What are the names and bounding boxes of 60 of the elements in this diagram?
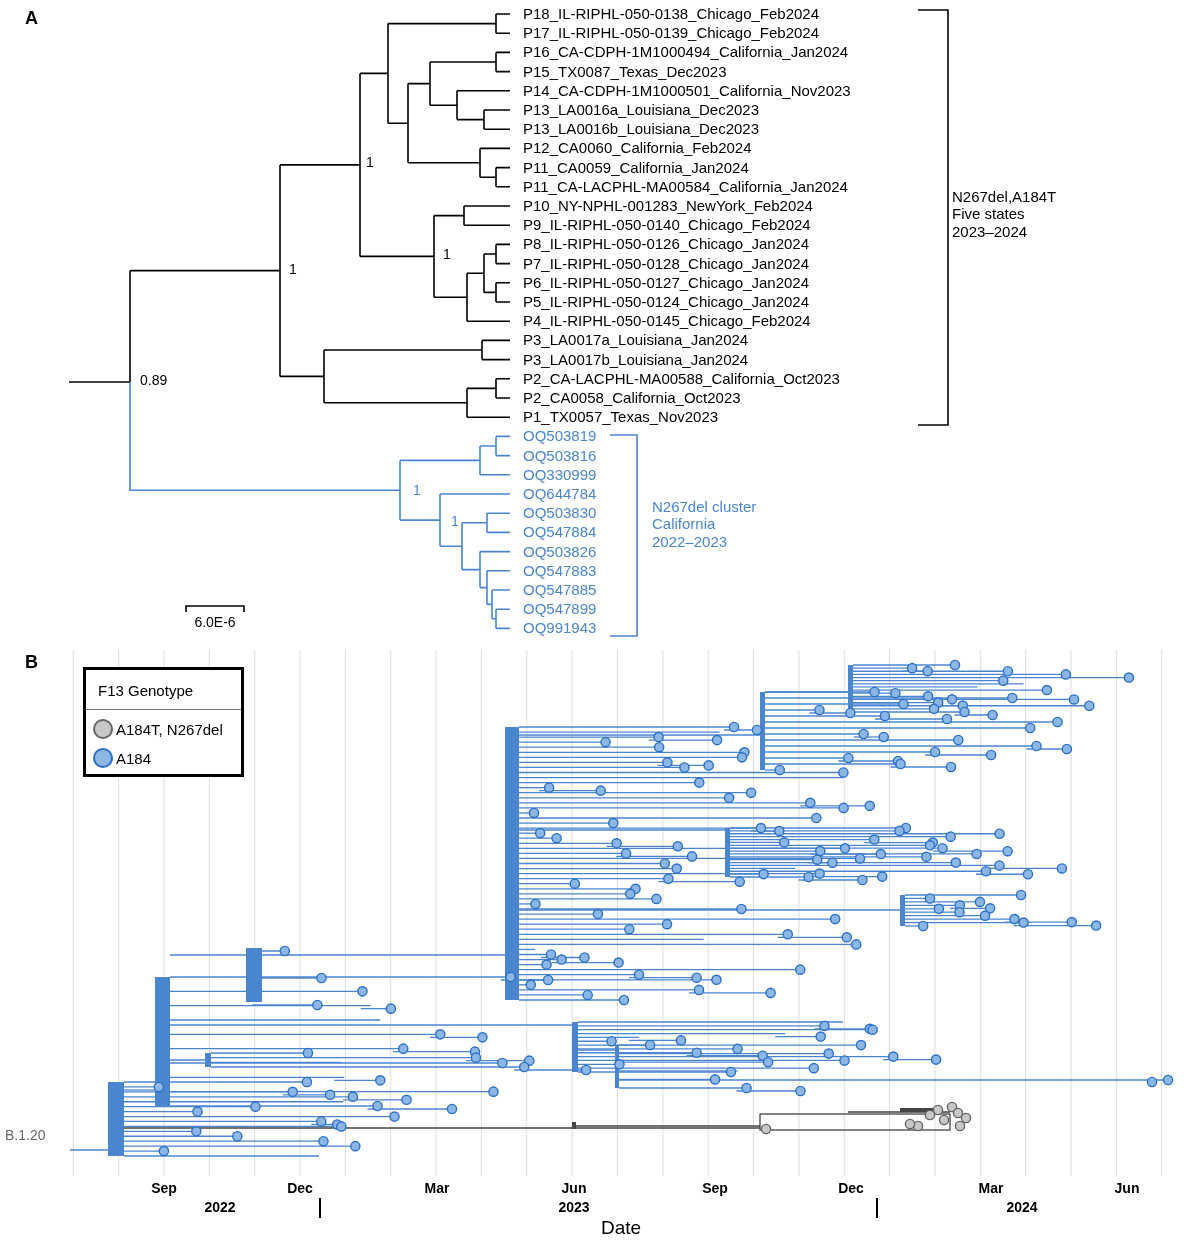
tick-label: Sep: [151, 1179, 177, 1197]
taxon-label: P4_IL-RIPHL-050-0145_Chicago_Feb2024: [523, 312, 811, 330]
support-value: 0.89: [140, 371, 168, 389]
taxon-label: P3_LA0017b_Louisiana_Jan2024: [523, 350, 749, 369]
year-label: 2022: [204, 1198, 236, 1216]
tick-label: Mar: [978, 1179, 1004, 1197]
tick-label: Dec: [287, 1179, 313, 1197]
taxon-label: P6_IL-RIPHL-050-0127_Chicago_Jan2024: [523, 274, 810, 292]
taxon-label: P12_CA0060_California_Feb2024: [523, 139, 752, 157]
taxon-label: P13_LA0016a_Louisiana_Dec2023: [523, 101, 760, 119]
taxon-label: OQ547885: [523, 581, 597, 599]
taxon-label: OQ503819: [523, 427, 597, 445]
taxon-label: OQ547883: [523, 562, 597, 580]
year-label: 2024: [1006, 1198, 1038, 1216]
taxon-label: P5_IL-RIPHL-050-0124_Chicago_Jan2024: [523, 293, 810, 311]
taxon-label: P11_CA-LACPHL-MA00584_California_Jan2024: [523, 178, 848, 196]
taxon-label: OQ547884: [523, 523, 597, 541]
taxon-label: P11_CA0059_California_Jan2024: [523, 158, 749, 177]
taxon-label: OQ644784: [523, 485, 597, 503]
legend-label: A184: [116, 749, 152, 767]
taxon-label: P2_CA-LACPHL-MA00588_California_Oct2023: [523, 370, 840, 388]
tick-label: Jun: [1114, 1179, 1140, 1197]
taxon-label: OQ991943: [523, 619, 597, 637]
clade-annotation: N267del,A184T Five states 2023–2024: [952, 188, 1057, 240]
taxon-label: P2_CA0058_California_Oct2023: [523, 389, 741, 407]
taxon-label: OQ547899: [523, 600, 597, 618]
panel-label: B: [25, 651, 38, 673]
scale-label: 6.0E-6: [194, 613, 236, 631]
lineage-label: B.1.20: [5, 1126, 46, 1144]
taxon-label: P15_TX0087_Texas_Dec2023: [523, 62, 727, 81]
taxon-label: P7_IL-RIPHL-050-0128_Chicago_Jan2024: [523, 254, 810, 273]
legend-label: A184T, N267del: [116, 720, 223, 738]
support-value: 1: [366, 153, 374, 171]
taxon-label: P16_CA-CDPH-1M1000494_California_Jan2024: [523, 43, 849, 61]
taxon-label: P3_LA0017a_Louisiana_Jan2024: [523, 331, 749, 349]
taxon-label: P13_LA0016b_Louisiana_Dec2023: [523, 120, 760, 138]
panel-label: A: [25, 7, 38, 29]
taxon-label: P1_TX0057_Texas_Nov2023: [523, 408, 719, 426]
taxon-label: P14_CA-CDPH-1M1000501_California_Nov2023: [523, 82, 851, 100]
taxon-label: P9_IL-RIPHL-050-0140_Chicago_Feb2024: [523, 216, 811, 234]
taxon-label: P18_IL-RIPHL-050-0138_Chicago_Feb2024: [523, 5, 820, 23]
support-value: 1: [451, 512, 459, 530]
taxon-label: OQ503816: [523, 446, 597, 465]
tick-label: Mar: [424, 1179, 450, 1197]
support-value: 1: [413, 481, 421, 499]
tick-label: Sep: [702, 1179, 728, 1197]
axis-title: Date: [600, 1217, 642, 1239]
taxon-label: OQ503826: [523, 542, 597, 561]
taxon-label: P10_NY-NPHL-001283_NewYork_Feb2024: [523, 197, 813, 215]
support-value: 1: [443, 245, 451, 263]
taxon-label: OQ330999: [523, 466, 597, 484]
taxon-label: P8_IL-RIPHL-050-0126_Chicago_Jan2024: [523, 235, 810, 253]
tick-label: Jun: [561, 1179, 587, 1197]
year-label: 2023: [558, 1198, 590, 1216]
clade-annotation: N267del cluster California 2022–2023: [652, 498, 758, 550]
tick-label: Dec: [838, 1179, 864, 1197]
taxon-label: P17_IL-RIPHL-050-0139_Chicago_Feb2024: [523, 24, 820, 42]
legend-title: F13 Genotype: [98, 682, 194, 699]
support-value: 1: [289, 260, 297, 278]
taxon-label: OQ503830: [523, 504, 597, 522]
